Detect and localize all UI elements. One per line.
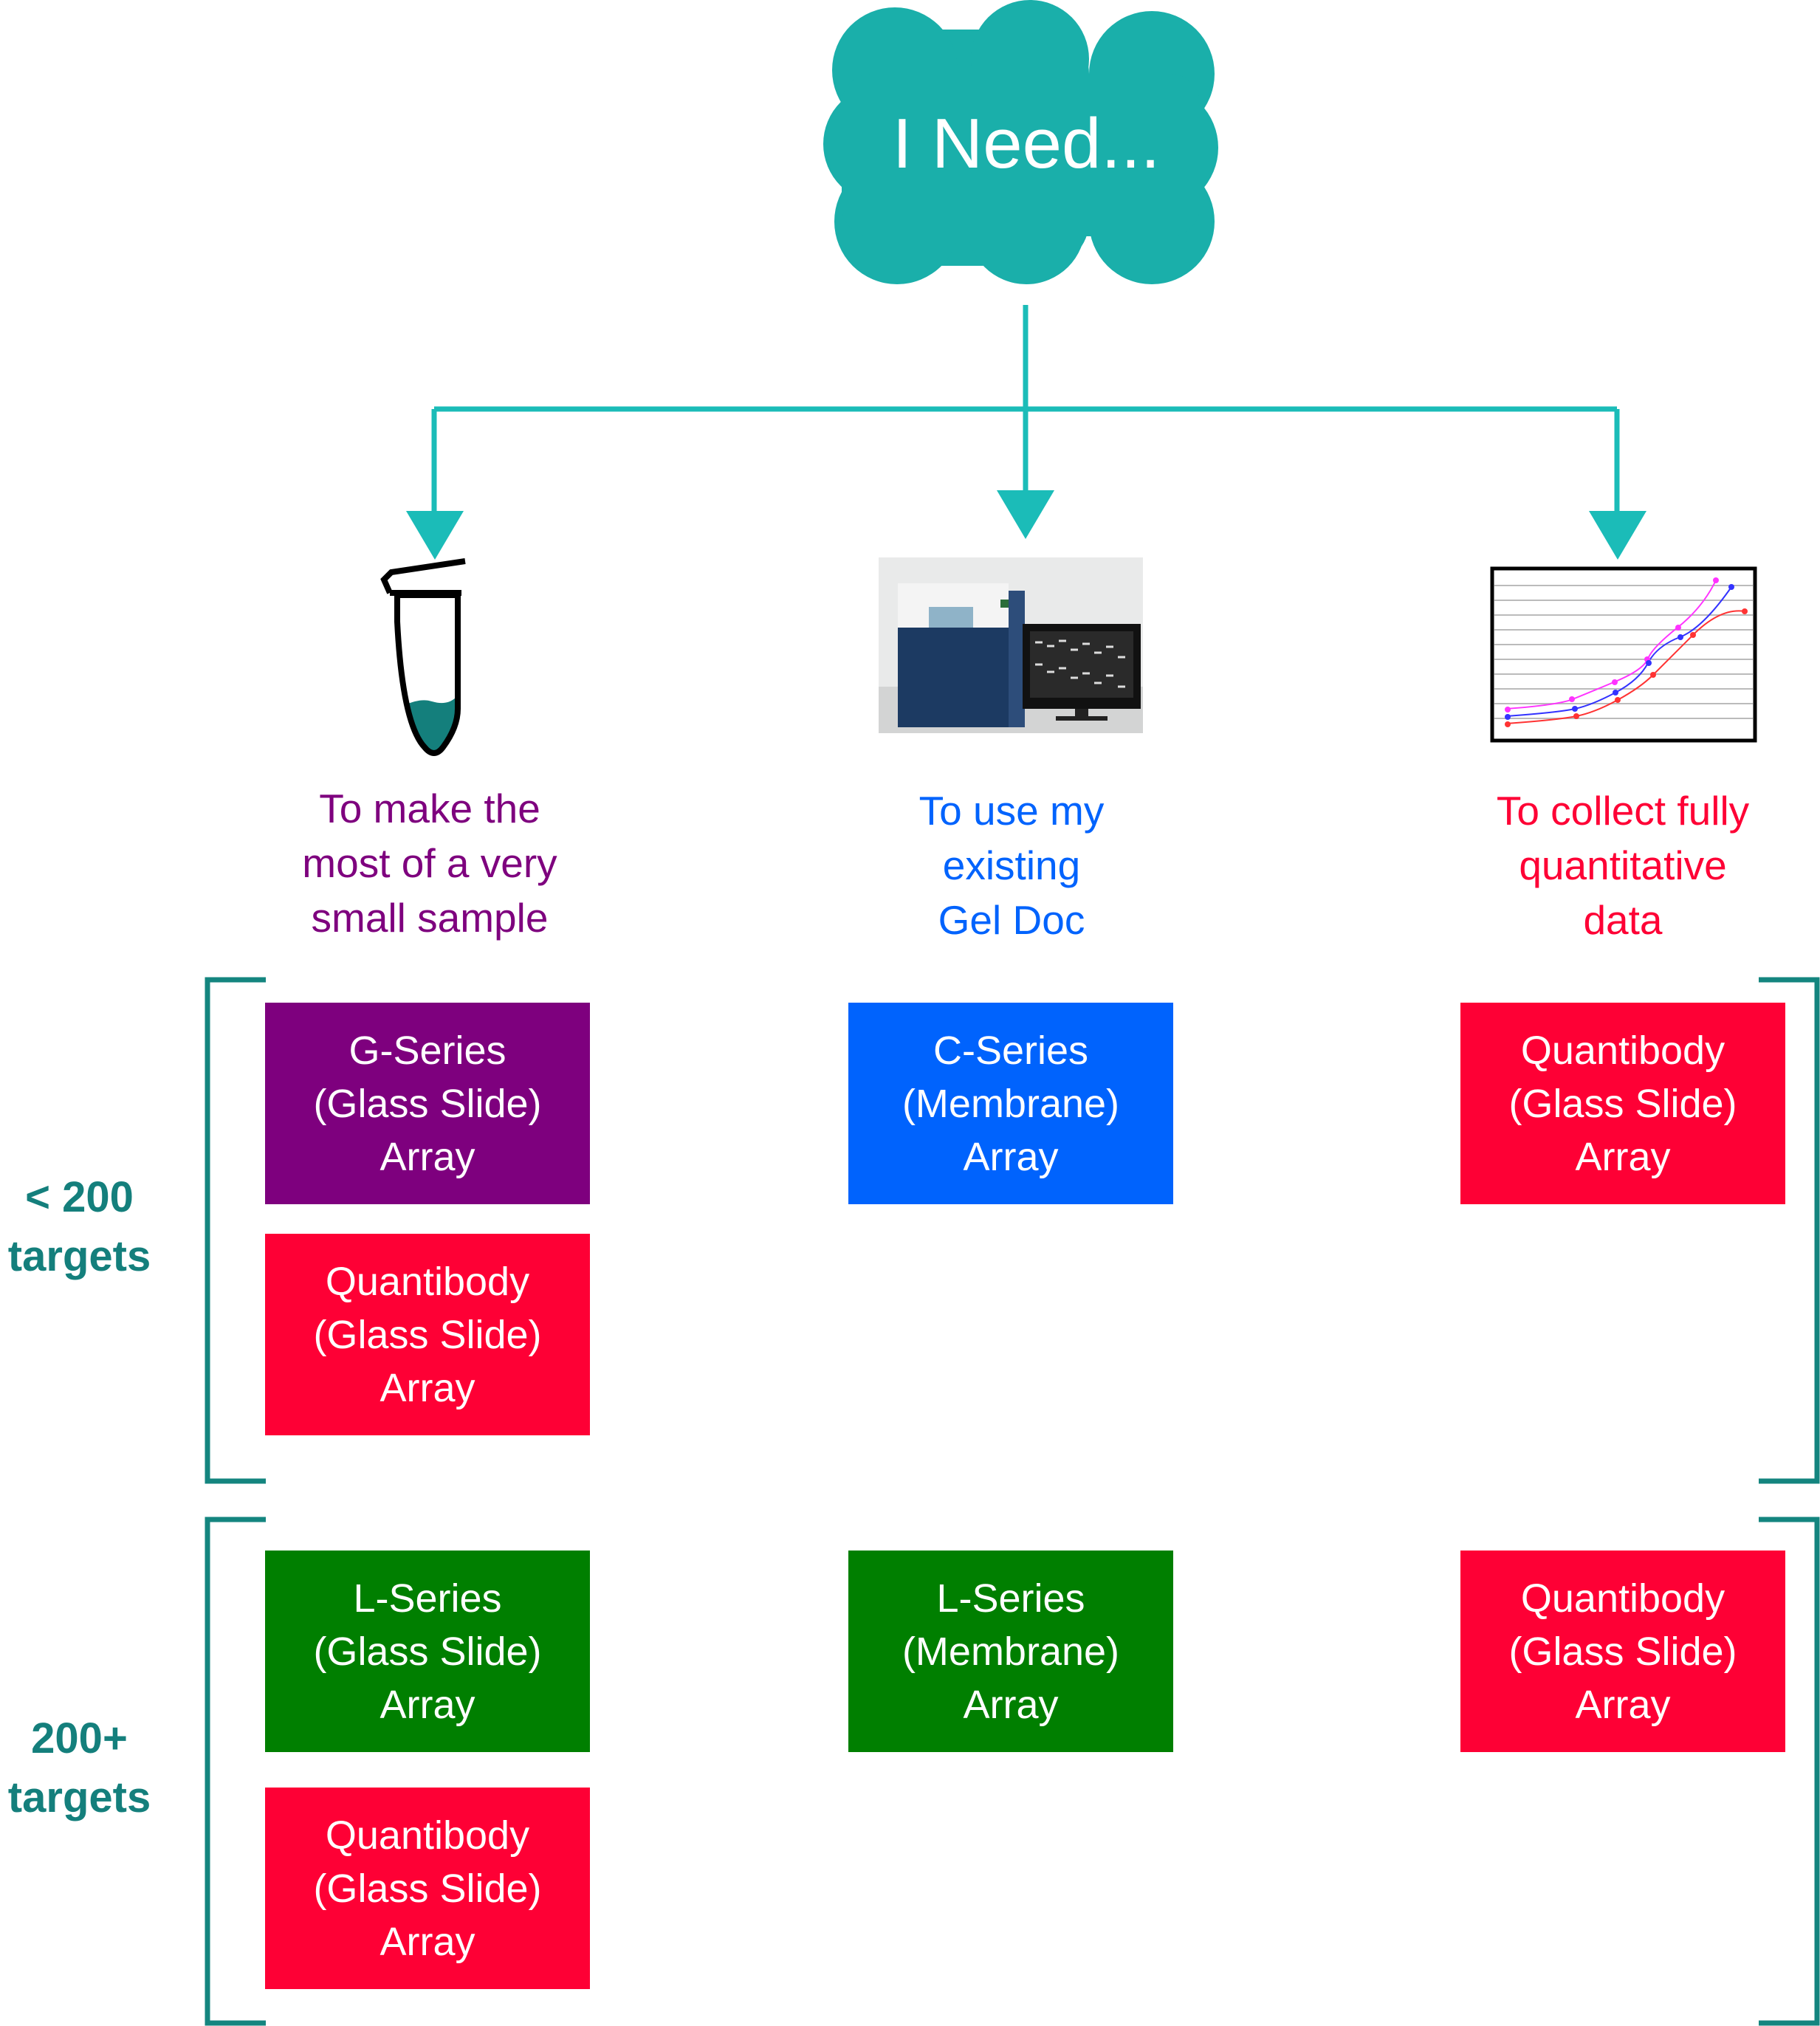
product-quantibody-glass-slide: Quantibody (Glass Slide) Array [265,1788,590,1989]
arrowheads [406,490,1646,560]
goal-small-sample: To make the most of a very small sample [302,786,557,941]
line-graph-icon [1490,566,1757,743]
gel-doc-photo [879,557,1143,733]
i-need-label: I Need... [892,104,1161,183]
bracket-right-lt200 [1759,977,1820,1484]
microtube-icon [380,558,466,756]
row-label-200plus: 200+ targets [7,1714,151,1821]
bracket-left-lt200 [205,977,266,1484]
arrow-down-icon [997,490,1054,539]
arrow-down-icon [1589,511,1646,560]
product-l-series-glass-slide: L-Series (Glass Slide) Array [265,1551,590,1752]
product-quantibody-glass-slide: Quantibody (Glass Slide) Array [1460,1003,1785,1204]
connector-lines [431,305,1620,517]
brackets [205,977,1820,2026]
goal-existing-gel-doc: To use my existing Gel Doc [918,788,1105,943]
cloud-shape [823,0,1218,284]
goal-quantitative-data: To collect fully quantitative data [1496,788,1750,943]
row-label-lt200: < 200 targets [7,1173,151,1280]
bracket-right-200plus [1759,1517,1820,2026]
arrow-down-icon [406,511,464,560]
bracket-left-200plus [205,1517,266,2026]
product-quantibody-glass-slide: Quantibody (Glass Slide) Array [265,1234,590,1435]
product-c-series-membrane: C-Series (Membrane) Array [848,1003,1173,1204]
product-quantibody-glass-slide: Quantibody (Glass Slide) Array [1460,1551,1785,1752]
product-g-series-glass-slide: G-Series (Glass Slide) Array [265,1003,590,1204]
product-l-series-membrane: L-Series (Membrane) Array [848,1551,1173,1752]
